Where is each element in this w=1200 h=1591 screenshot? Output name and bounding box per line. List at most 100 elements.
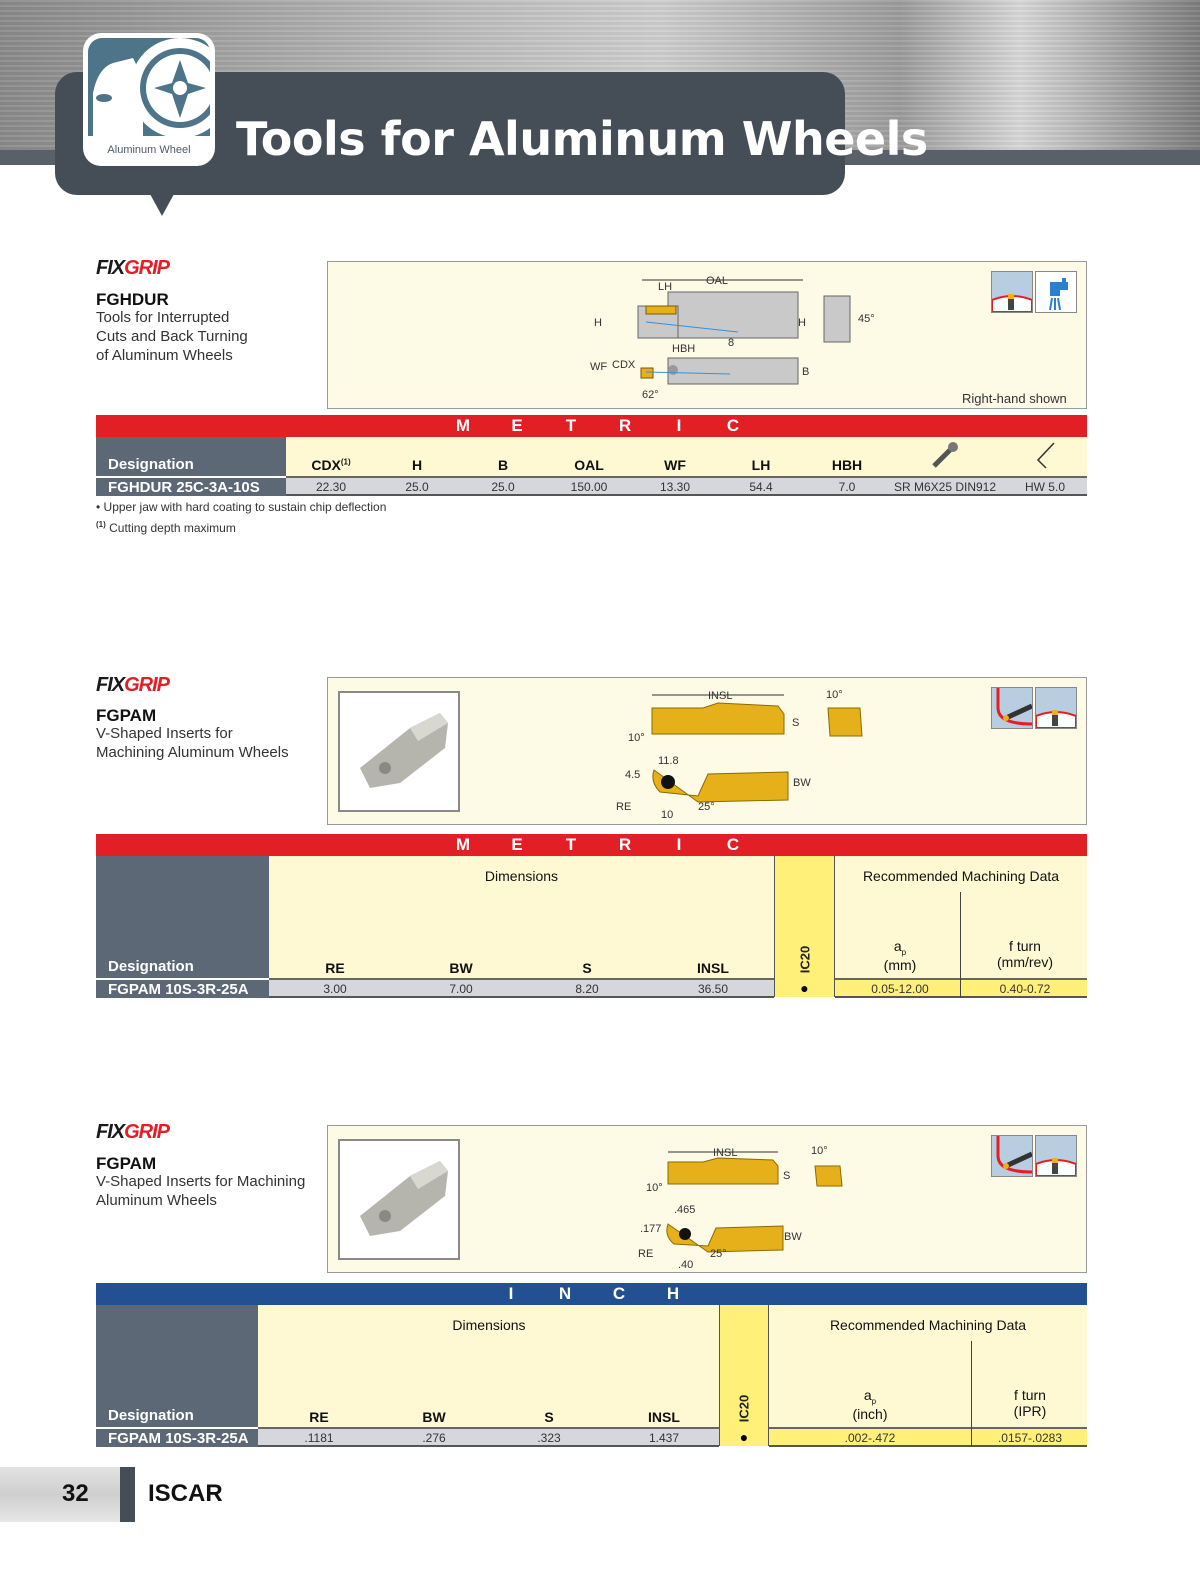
value-wrench: HW 5.0 — [1024, 480, 1065, 494]
value-oal: 150.00 — [570, 480, 608, 494]
value-f-turn: 0.40-0.72 — [999, 982, 1051, 996]
col-header-oal: OAL — [574, 457, 604, 473]
designation-cell: FGHDUR 25C-3A-10S — [96, 476, 286, 496]
svg-text:RE: RE — [616, 801, 631, 813]
fixgrip-brand-logo: FIXGRIP — [96, 1121, 170, 1143]
insert-drawing-panel: INSL S 10° 11.8 4.5 BW RE 10 25° 10° — [327, 677, 1087, 825]
col-header-wf: WF — [664, 457, 686, 473]
value-cdx: 22.30 — [315, 480, 347, 494]
svg-text:RE: RE — [638, 1248, 653, 1260]
grade-column-ic20 — [774, 856, 835, 997]
insert-technical-drawing: INSL S 10° 11.8 4.5 BW RE 10 25° 10° — [616, 689, 863, 821]
svg-text:INSL: INSL — [713, 1147, 737, 1159]
col-header-s: S — [544, 1409, 554, 1425]
designation-header: Designation — [96, 1305, 258, 1427]
value-b: 25.0 — [491, 480, 515, 494]
svg-text:BW: BW — [793, 777, 811, 789]
column-divider — [971, 1427, 972, 1447]
table-header-area — [258, 1305, 1087, 1427]
col-header-insl: INSL — [697, 960, 729, 976]
svg-text:H: H — [798, 317, 806, 329]
footer-brand: ISCAR — [148, 1480, 223, 1507]
profiling-application-icon — [991, 687, 1033, 729]
note-hard-coating: • Upper jaw with hard coating to sustain… — [96, 500, 387, 514]
svg-text:.465: .465 — [674, 1204, 695, 1216]
col-header-lh: LH — [751, 457, 771, 473]
svg-text:CDX: CDX — [612, 359, 636, 371]
value-hbh: 7.0 — [838, 480, 856, 494]
ic20-availability-dot: ● — [800, 980, 809, 996]
col-header-f-turn: f turn(IPR) — [1013, 1387, 1047, 1419]
value-ap: 0.05-12.00 — [871, 982, 929, 996]
col-header-re: RE — [309, 1409, 329, 1425]
value-screw: SR M6X25 DIN912 — [893, 480, 997, 494]
table-row — [258, 1427, 719, 1447]
svg-text:H: H — [594, 317, 602, 329]
value-h: 25.0 — [405, 480, 429, 494]
insert-photo — [338, 1139, 460, 1260]
table-row — [286, 476, 1087, 496]
col-header-ap: ap(inch) — [852, 1387, 888, 1422]
svg-text:WF: WF — [590, 361, 607, 373]
svg-text:10°: 10° — [826, 689, 843, 701]
aluminum-wheel-category-icon: Aluminum Wheel — [83, 33, 215, 166]
col-header-cdx: CDX(1) — [311, 457, 351, 473]
product-code: FGPAM — [96, 706, 157, 725]
s-label: S — [792, 717, 799, 729]
col-header-hbh: HBH — [831, 457, 863, 473]
product-code: FGHDUR — [96, 290, 169, 309]
svg-text:LH: LH — [658, 281, 672, 293]
insert-drawing-panel: INSL S 10° .465 .177 BW RE .40 25° 10° — [327, 1125, 1087, 1273]
screw-icon — [930, 440, 960, 470]
column-divider — [960, 978, 961, 998]
value-insl: 1.437 — [648, 1431, 680, 1445]
svg-text:25°: 25° — [698, 801, 715, 813]
back-turning-application-icon — [1035, 687, 1077, 729]
product-description: V-Shaped Inserts for Machining Aluminum … — [96, 725, 289, 761]
grade-column-ic20 — [719, 1305, 769, 1446]
svg-text:62°: 62° — [642, 389, 659, 401]
coolant-tap-icon — [1035, 271, 1077, 313]
svg-text:11.8: 11.8 — [658, 755, 679, 767]
col-header-b: B — [497, 457, 509, 473]
svg-text:S: S — [783, 1170, 790, 1182]
product-description: V-Shaped Inserts for Machining Aluminum … — [96, 1173, 306, 1209]
product-description: Tools for Interrupted Cuts and Back Turn… — [96, 309, 248, 364]
machining-data-row — [835, 978, 1087, 998]
fixgrip-brand-logo: FIXGRIP — [96, 674, 170, 696]
svg-text:.40: .40 — [678, 1259, 693, 1271]
footer-divider-bar — [120, 1467, 135, 1522]
table-row — [269, 978, 774, 998]
col-header-f-turn: f turn(mm/rev) — [997, 938, 1053, 970]
col-header-h: H — [411, 457, 423, 473]
svg-text:45°: 45° — [858, 313, 875, 325]
ic20-availability-dot: ● — [739, 1429, 749, 1445]
table-notes: • Upper jaw with hard coating to sustain… — [96, 498, 386, 537]
machining-data-group-header: Recommended Machining Data — [862, 868, 1060, 884]
col-header-s: S — [582, 960, 592, 976]
designation-header: Designation — [96, 856, 269, 978]
value-re: .1181 — [304, 1431, 334, 1445]
col-header-bw: BW — [449, 960, 473, 976]
value-s: 8.20 — [575, 982, 599, 996]
svg-text:OAL: OAL — [706, 275, 728, 287]
value-insl: 36.50 — [697, 982, 729, 996]
value-bw: .276 — [422, 1431, 446, 1445]
note-cutting-depth: (1) Cutting depth maximum — [96, 520, 236, 535]
value-lh: 54.4 — [749, 480, 773, 494]
designation-cell: FGPAM 10S-3R-25A — [96, 978, 269, 998]
designation-header: Designation — [96, 437, 286, 476]
dimensions-group-header: Dimensions — [484, 868, 559, 884]
table-header-area — [269, 856, 1087, 978]
page-title: Tools for Aluminum Wheels — [236, 112, 928, 166]
column-divider — [971, 1341, 972, 1446]
svg-text:B: B — [802, 366, 809, 378]
svg-text:10°: 10° — [628, 732, 645, 744]
machining-data-group-header: Recommended Machining Data — [829, 1317, 1027, 1333]
col-header-insl: INSL — [648, 1409, 680, 1425]
hex-wrench-icon — [1030, 440, 1060, 470]
